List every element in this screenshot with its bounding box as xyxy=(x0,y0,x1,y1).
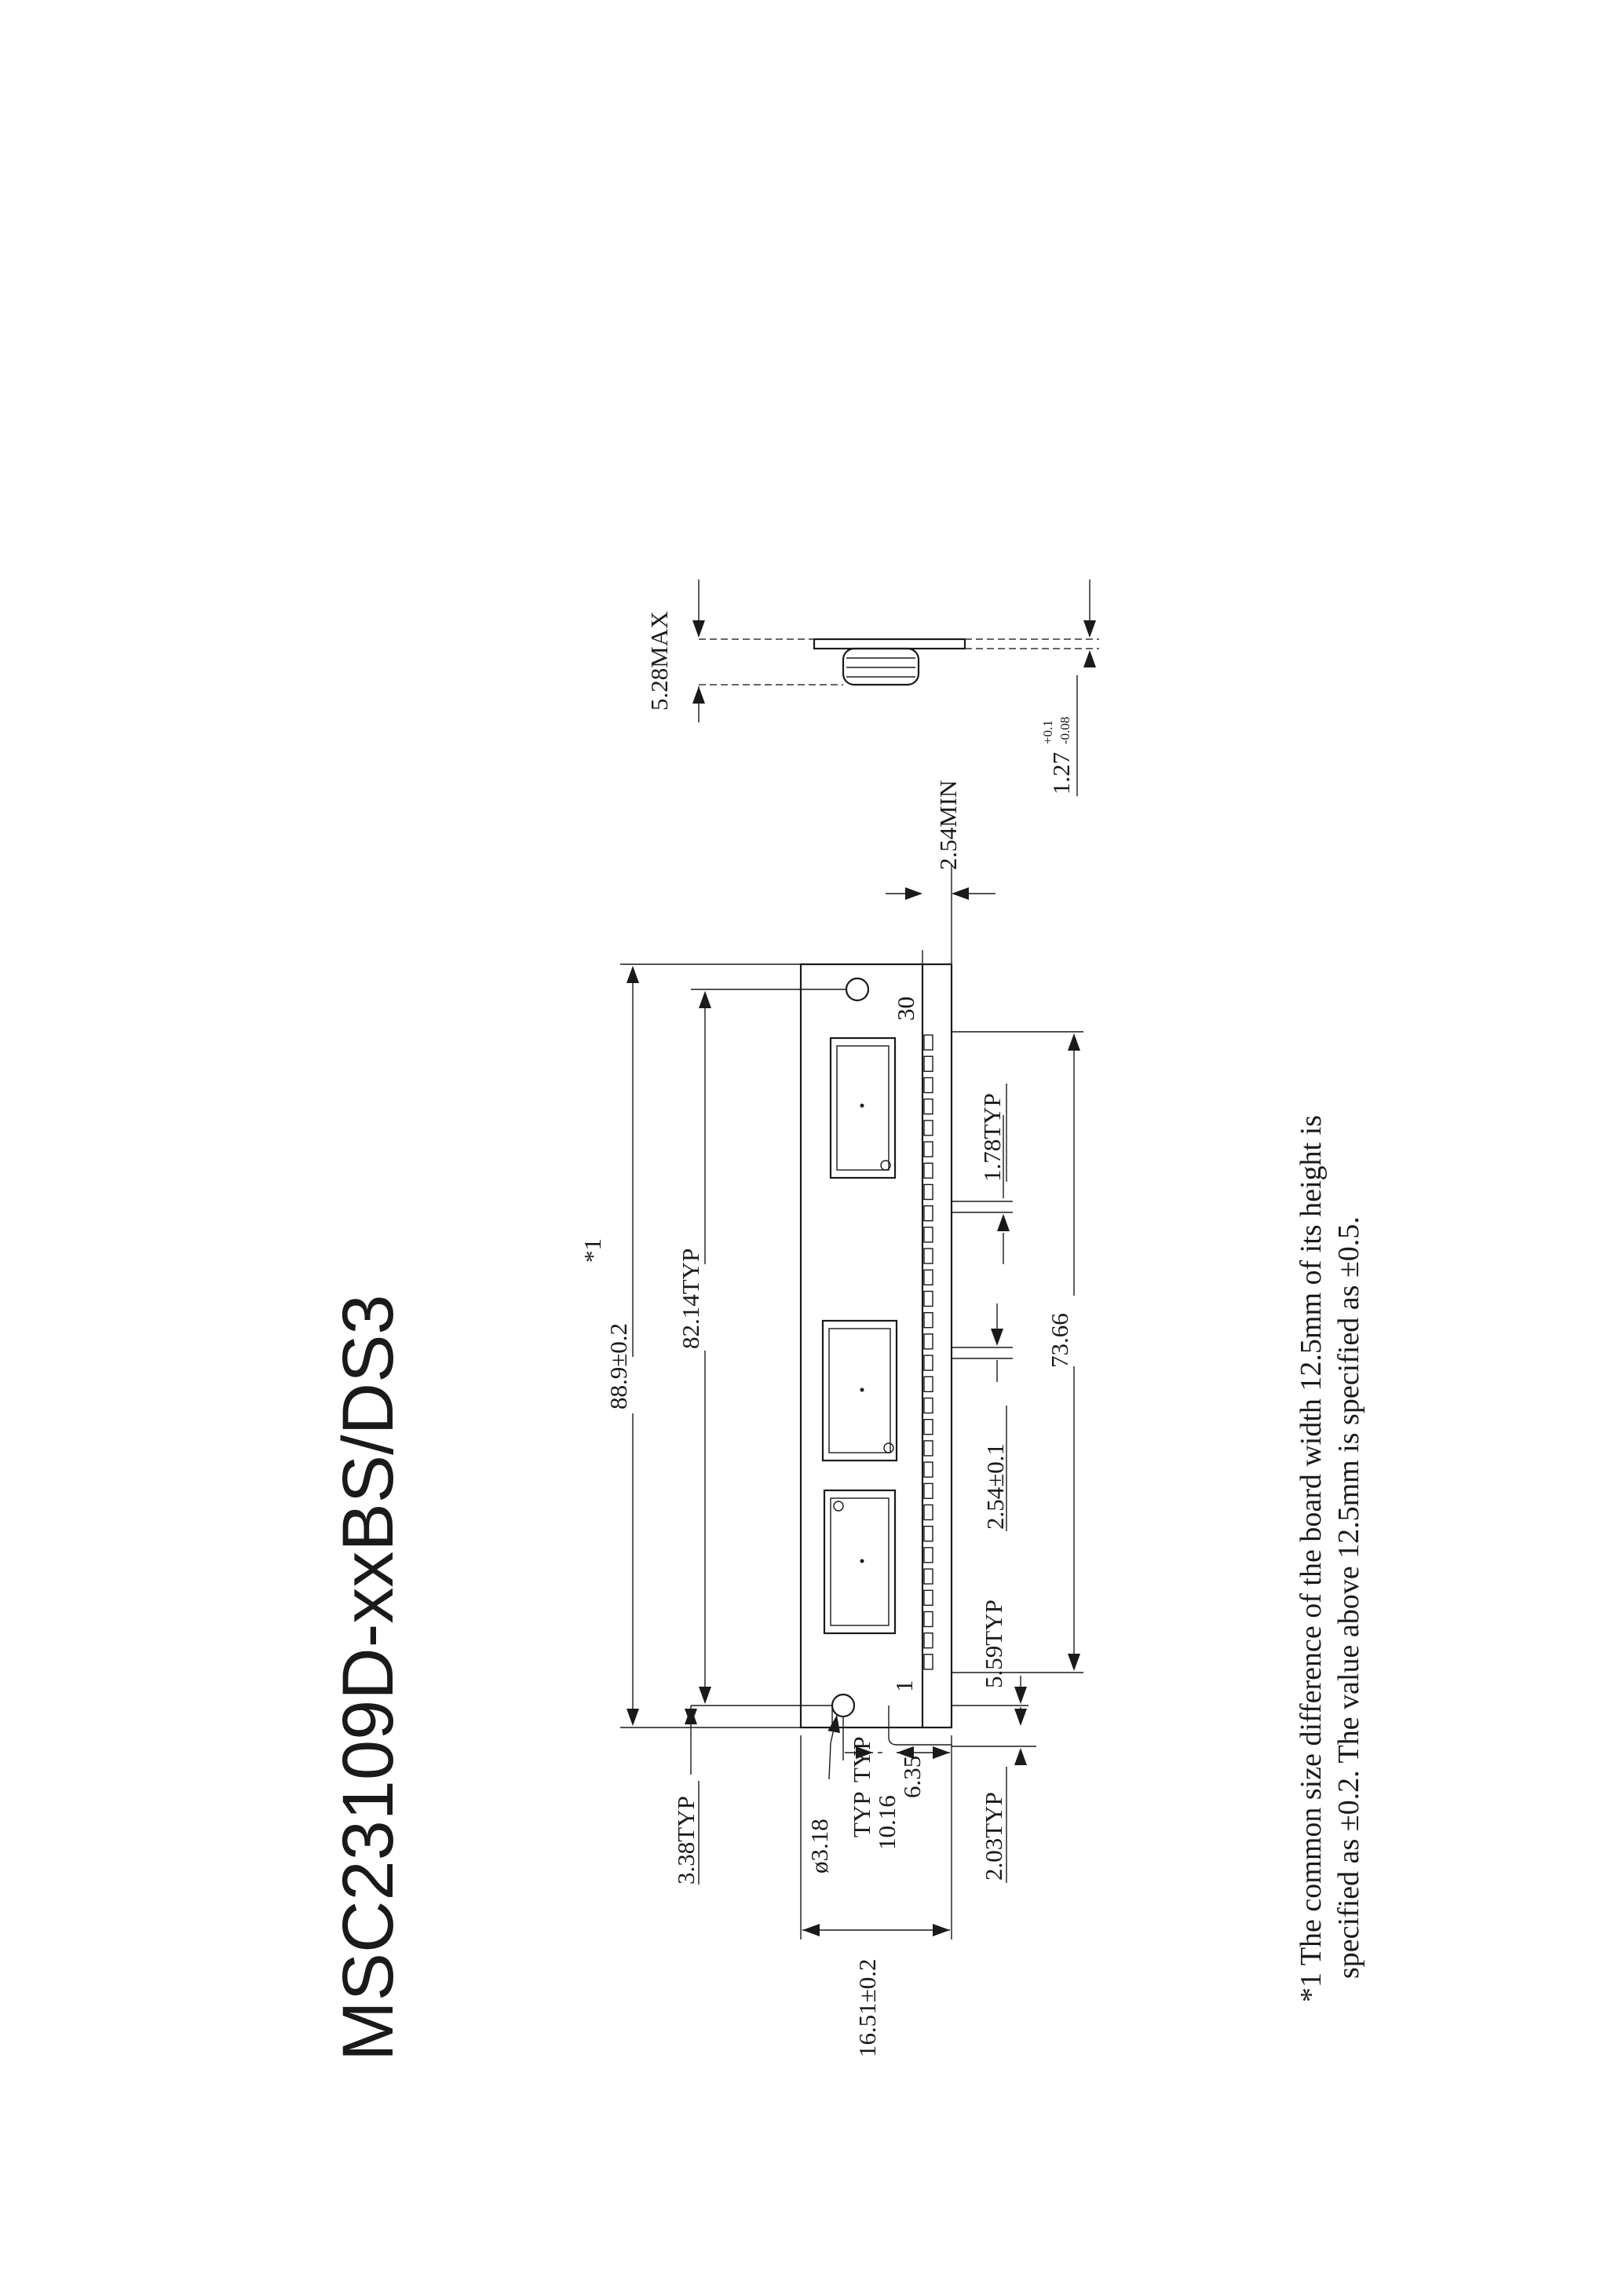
dim-edge-offset-label: 2.03TYP xyxy=(980,1792,1007,1881)
dim-hole-diameter: ø3.18 xyxy=(806,1713,843,1874)
connector-pin xyxy=(923,1461,933,1478)
dim-max-thickness: 5.28MAX xyxy=(645,579,705,722)
connector-pin xyxy=(923,1311,933,1329)
dim-pin-span: 73.66 xyxy=(952,1031,1083,1673)
connector-pin xyxy=(923,1248,933,1264)
dim-first-pin-offset: 5.59TYP xyxy=(952,1600,1028,1706)
connector-pin xyxy=(923,1141,933,1157)
connector-pin xyxy=(923,1162,933,1179)
footnote-line-1: *1 The common size difference of the boa… xyxy=(1295,1115,1328,2002)
connector-pin xyxy=(923,1098,933,1115)
dim-board-thickness-tol-plus: +0.1 xyxy=(1040,720,1055,744)
dim-edge-offset: 2.03TYP xyxy=(952,1707,1036,1883)
connector-pin xyxy=(923,1376,933,1393)
connector-pin xyxy=(923,1355,933,1371)
memory-chip-2 xyxy=(821,1319,898,1462)
pin-1-label: 1 xyxy=(890,1680,918,1693)
dim-board-thickness-tol-minus: -0.08 xyxy=(1058,717,1072,744)
dim-board-thickness-label: 1.27 xyxy=(1047,752,1075,795)
dim-overall-length: 88.9±0.2 *1 xyxy=(579,966,639,1726)
connector-pin xyxy=(923,1034,933,1051)
dim-hole-pitch-label: 82.14TYP xyxy=(677,1249,704,1349)
connector-pin xyxy=(923,1525,933,1542)
dim-first-pin-offset-label: 5.59TYP xyxy=(980,1600,1007,1688)
connector-pin xyxy=(923,1568,933,1585)
connector-pin xyxy=(923,1397,933,1414)
dim-lead-length: 2.54MIN xyxy=(886,780,995,964)
connector-pin xyxy=(923,1333,933,1350)
dim-pin-pitch-label: 2.54±0.1 xyxy=(981,1443,1009,1530)
dim-hole-height: TYP 10.16 xyxy=(842,1717,901,1850)
dim-max-thickness-label: 5.28MAX xyxy=(645,611,673,711)
dim-key-height-label: 6.35 xyxy=(898,1756,926,1798)
memory-chip-1 xyxy=(829,1036,897,1179)
dim-pin-width: 1.78TYP xyxy=(952,1084,1013,1264)
dim-hole-height-typ: TYP xyxy=(848,1791,875,1837)
dim-lead-length-label: 2.54MIN xyxy=(934,780,962,870)
connector-pin xyxy=(923,1183,933,1201)
connector-pin xyxy=(923,1418,933,1435)
dim-key-height-typ: TYP xyxy=(848,1736,875,1782)
dim-board-height: 16.51±0.2 xyxy=(800,1735,952,2057)
dim-hole-height-label: 10.16 xyxy=(873,1795,901,1850)
connector-pin xyxy=(923,1589,933,1607)
module-title: MSC23109D-xxBS/DS3 xyxy=(328,1294,408,2061)
connector-pin xyxy=(923,1547,933,1563)
dim-hole-offset-label: 3.38TYP xyxy=(672,1796,700,1885)
connector-pin xyxy=(923,1654,933,1670)
board-outline xyxy=(799,963,953,1729)
connector-pin xyxy=(923,1269,933,1286)
dim-pin-span-label: 73.66 xyxy=(1046,1313,1073,1368)
dim-pin-width-label: 1.78TYP xyxy=(978,1093,1006,1182)
connector-pin xyxy=(923,1205,933,1222)
memory-chip-3 xyxy=(823,1489,897,1635)
connector-pin xyxy=(923,1632,933,1649)
connector-pin xyxy=(923,1610,933,1628)
connector-pin xyxy=(923,1077,933,1094)
connector-pin xyxy=(923,1504,933,1521)
connector-pin xyxy=(923,1290,933,1307)
connector-pin xyxy=(923,1440,933,1457)
pin-30-label: 30 xyxy=(892,996,919,1021)
pin-number-labels: 30 1 xyxy=(890,996,919,1692)
footnote-line-2: specified as ±0.2. The value above 12.5m… xyxy=(1332,1216,1365,1979)
connector-pin xyxy=(923,1483,933,1500)
dim-board-height-label: 16.51±0.2 xyxy=(853,1958,881,2057)
connector-pins xyxy=(923,1034,933,1670)
footnote-marker: *1 xyxy=(579,1238,606,1263)
dim-hole-diameter-label: ø3.18 xyxy=(806,1819,833,1874)
connector-pin xyxy=(923,1120,933,1136)
dim-overall-length-label: 88.9±0.2 xyxy=(605,1323,632,1409)
dim-board-thickness: 1.27 +0.1 -0.08 xyxy=(1040,579,1096,796)
dim-hole-offset: 3.38TYP xyxy=(672,1706,700,1885)
connector-pin xyxy=(923,1227,933,1243)
connector-pin xyxy=(923,1055,933,1073)
side-view xyxy=(699,638,1099,686)
dim-hole-pitch: 82.14TYP xyxy=(677,991,711,1704)
dim-pin-pitch: 2.54±0.1 xyxy=(952,1303,1013,1531)
dim-key-height: TYP 6.35 xyxy=(848,1706,952,1798)
